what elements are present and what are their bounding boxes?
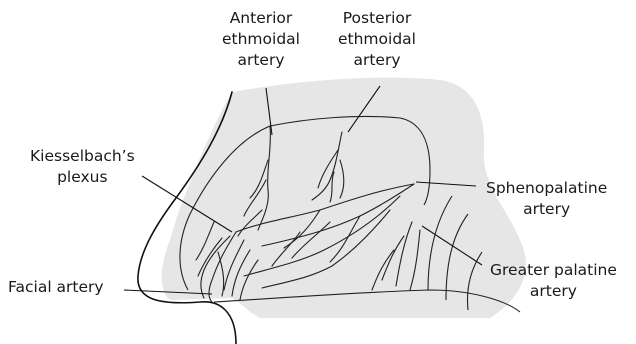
facial-artery-label: Facial artery <box>8 277 104 298</box>
septum-region <box>162 78 526 318</box>
anterior-ethmoidal-artery-label: Anterior ethmoidal artery <box>222 8 300 71</box>
sphenopalatine-artery-label: Sphenopalatine artery <box>486 178 607 220</box>
posterior-ethmoidal-artery-label: Posterior ethmoidal artery <box>338 8 416 71</box>
greater-palatine-line-1: Greater palatine <box>490 260 617 281</box>
greater-palatine-artery-label: Greater palatine artery <box>490 260 617 302</box>
posterior-ethmoidal-line-2: ethmoidal <box>338 29 416 50</box>
kiesselbach-line-1: Kiesselbach’s <box>30 146 135 167</box>
anterior-ethmoidal-line-2: ethmoidal <box>222 29 300 50</box>
anterior-ethmoidal-line-1: Anterior <box>222 8 300 29</box>
sphenopalatine-line-1: Sphenopalatine <box>486 178 607 199</box>
anterior-ethmoidal-line-3: artery <box>222 50 300 71</box>
kiesselbach-plexus-label: Kiesselbach’s plexus <box>30 146 135 188</box>
facial-artery-line-1: Facial artery <box>8 277 104 298</box>
posterior-ethmoidal-line-1: Posterior <box>338 8 416 29</box>
posterior-ethmoidal-line-3: artery <box>338 50 416 71</box>
sphenopalatine-line-2: artery <box>486 199 607 220</box>
greater-palatine-line-2: artery <box>490 281 617 302</box>
kiesselbach-line-2: plexus <box>30 167 135 188</box>
